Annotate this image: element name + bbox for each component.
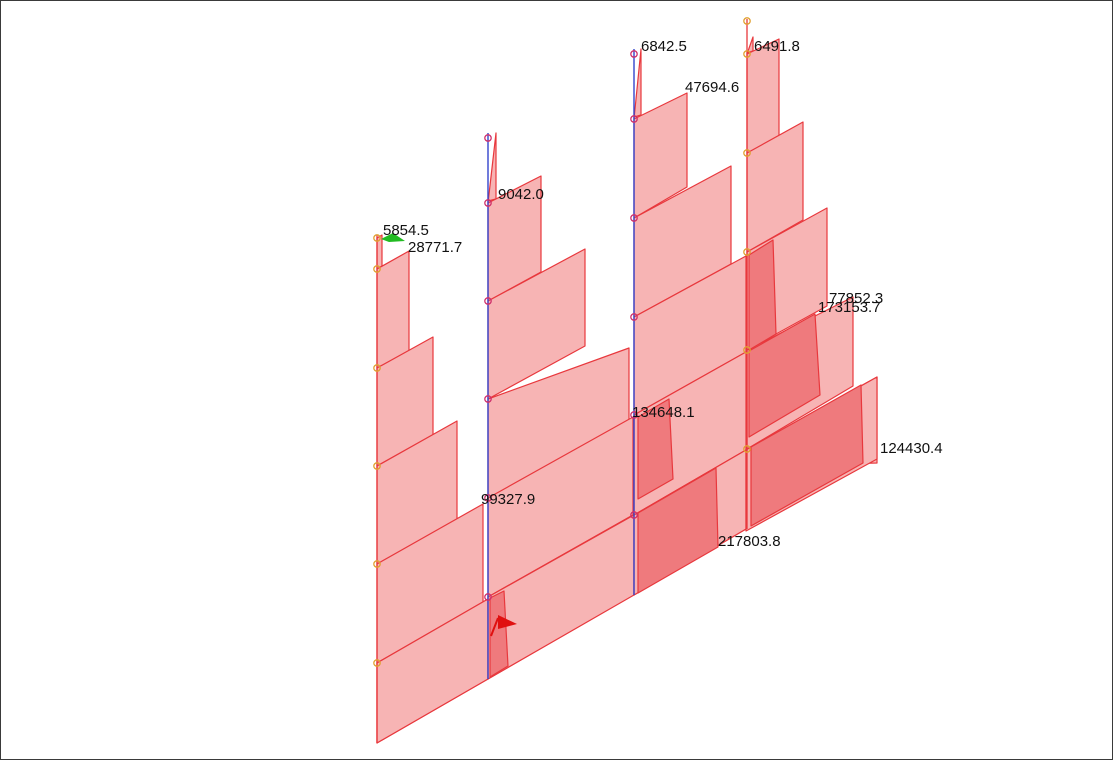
node-marker[interactable] — [373, 462, 381, 470]
peak-zone-5 — [748, 313, 821, 438]
node-marker[interactable] — [743, 445, 751, 453]
node-marker[interactable] — [484, 494, 492, 502]
node-marker[interactable] — [630, 511, 638, 519]
column-c-panel-1 — [633, 48, 642, 120]
value-label: 9042.0 — [498, 186, 544, 203]
node-marker[interactable] — [630, 214, 638, 222]
node-marker[interactable] — [484, 199, 492, 207]
node-marker[interactable] — [484, 395, 492, 403]
node-marker[interactable] — [373, 234, 381, 242]
value-label: 28771.7 — [408, 239, 462, 256]
value-label: 6842.5 — [641, 38, 687, 55]
node-marker[interactable] — [743, 17, 751, 25]
peak-zone-2 — [637, 467, 719, 594]
value-label: 47694.6 — [685, 79, 739, 96]
node-marker[interactable] — [484, 134, 492, 142]
red-force-arrow — [490, 615, 517, 637]
node-marker[interactable] — [373, 659, 381, 667]
value-label: 77852.3 — [829, 290, 883, 307]
node-marker[interactable] — [743, 50, 751, 58]
node-marker[interactable] — [373, 364, 381, 372]
value-label: 5854.5 — [383, 222, 429, 239]
node-marker[interactable] — [743, 248, 751, 256]
node-markers — [373, 17, 751, 667]
peak-zone-4 — [748, 239, 777, 351]
value-label: 99327.9 — [481, 491, 535, 508]
value-label: 173153.7 — [818, 299, 881, 316]
column-b-panel-1 — [487, 132, 497, 204]
peak-zone-3 — [637, 398, 674, 500]
node-marker[interactable] — [630, 115, 638, 123]
node-marker[interactable] — [743, 149, 751, 157]
node-marker[interactable] — [630, 313, 638, 321]
peak-zone-1 — [489, 590, 509, 678]
node-marker[interactable] — [630, 411, 638, 419]
node-marker[interactable] — [743, 346, 751, 354]
value-label: 217803.8 — [718, 533, 781, 550]
force-panels — [376, 36, 878, 744]
column-a-panel-2 — [376, 250, 410, 369]
column-d-panel-2 — [746, 38, 780, 154]
node-marker[interactable] — [373, 560, 381, 568]
green-moment-arrow — [381, 233, 405, 242]
node-marker[interactable] — [484, 593, 492, 601]
node-marker[interactable] — [484, 297, 492, 305]
column-lines — [376, 19, 748, 743]
node-marker[interactable] — [630, 50, 638, 58]
peak-zone-6 — [750, 384, 864, 527]
node-marker[interactable] — [373, 265, 381, 273]
value-label: 124430.4 — [880, 440, 943, 457]
value-label: 6491.8 — [754, 38, 800, 55]
value-label: 134648.1 — [632, 404, 695, 421]
